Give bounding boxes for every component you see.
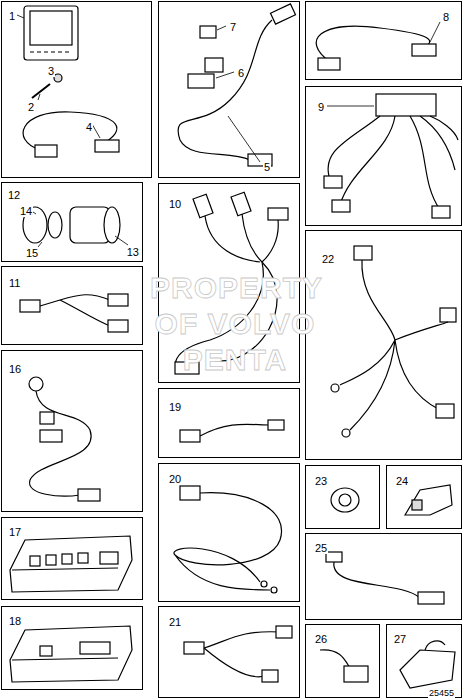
cable-harness — [178, 4, 295, 166]
display-unit — [17, 6, 78, 60]
callout-number: 6 — [237, 67, 245, 79]
parts-panel: 22 — [305, 230, 462, 460]
relay-lead — [320, 650, 368, 682]
parts-panel: 9 — [305, 86, 462, 226]
callout-number: 25 — [314, 542, 328, 554]
parts-panel: 19 — [158, 388, 300, 458]
callout-number: 17 — [8, 526, 22, 538]
plug — [331, 488, 359, 512]
control-unit — [10, 536, 132, 592]
callout-number: 2 — [27, 101, 35, 113]
callout-number: 4 — [85, 121, 93, 133]
callout-number: 27 — [393, 633, 407, 645]
drawing-number: 25455 — [428, 688, 455, 698]
bracket-connector — [405, 485, 452, 515]
watermark: PROPERTY OF VOLVO PENTA — [150, 270, 320, 378]
cable — [23, 112, 119, 157]
control-unit — [10, 626, 132, 682]
parts-panel: 21 — [158, 606, 300, 698]
callout-number: 15 — [25, 247, 39, 259]
extension-cable — [316, 22, 440, 70]
sensor-lead — [326, 552, 444, 604]
parts-panel: 26 — [305, 624, 380, 698]
parts-panel: 18 — [1, 606, 143, 690]
callout-number: 26 — [314, 633, 328, 645]
parts-panel: 8 — [305, 1, 462, 80]
callout-number: 1 — [8, 10, 16, 22]
callout-number: 8 — [442, 11, 450, 23]
parts-panel: 24 — [386, 465, 462, 529]
callout-number: 18 — [8, 615, 22, 627]
parts-panel: 12 13 14 15 — [1, 182, 143, 262]
callout-number: 12 — [7, 189, 21, 201]
y-harness — [175, 192, 288, 374]
parts-panel: 11 — [1, 266, 143, 345]
module — [400, 641, 455, 688]
callout-number: 11 — [8, 277, 21, 289]
callout-number: 9 — [317, 101, 325, 113]
parts-panel: 17 — [1, 517, 143, 600]
cable-with-lugs — [174, 486, 282, 593]
parts-panel: 25 — [305, 533, 462, 620]
parts-panel: 10 — [158, 183, 300, 383]
wiring-harness — [324, 94, 458, 218]
parts-panel: 1 2 3 4 — [1, 1, 152, 178]
sensor-cable — [29, 377, 100, 501]
callout-number: 20 — [168, 473, 182, 485]
short-cable — [180, 420, 284, 442]
adapter-cable — [20, 294, 128, 332]
parts-panel: 16 — [1, 350, 143, 512]
parts-panel: 20 — [158, 463, 300, 602]
callout-number: 10 — [168, 198, 182, 210]
callout-number: 23 — [314, 475, 328, 487]
parts-panel: 5 6 7 — [158, 1, 300, 178]
power-harness — [331, 246, 456, 437]
parts-panel: 23 — [305, 465, 380, 529]
instrument-and-socket — [23, 207, 128, 252]
callout-number: 3 — [47, 65, 55, 77]
callout-number: 7 — [229, 21, 237, 33]
callout-number: 22 — [321, 253, 335, 265]
callout-number: 13 — [126, 246, 140, 258]
parts-panel: 27 — [386, 624, 462, 698]
callout-number: 5 — [263, 161, 271, 173]
callout-number: 14 — [19, 205, 33, 217]
callout-number: 24 — [395, 475, 409, 487]
callout-number: 21 — [168, 616, 182, 628]
callout-number: 16 — [8, 363, 22, 375]
callout-number: 19 — [168, 401, 182, 413]
split-cable — [184, 626, 292, 682]
